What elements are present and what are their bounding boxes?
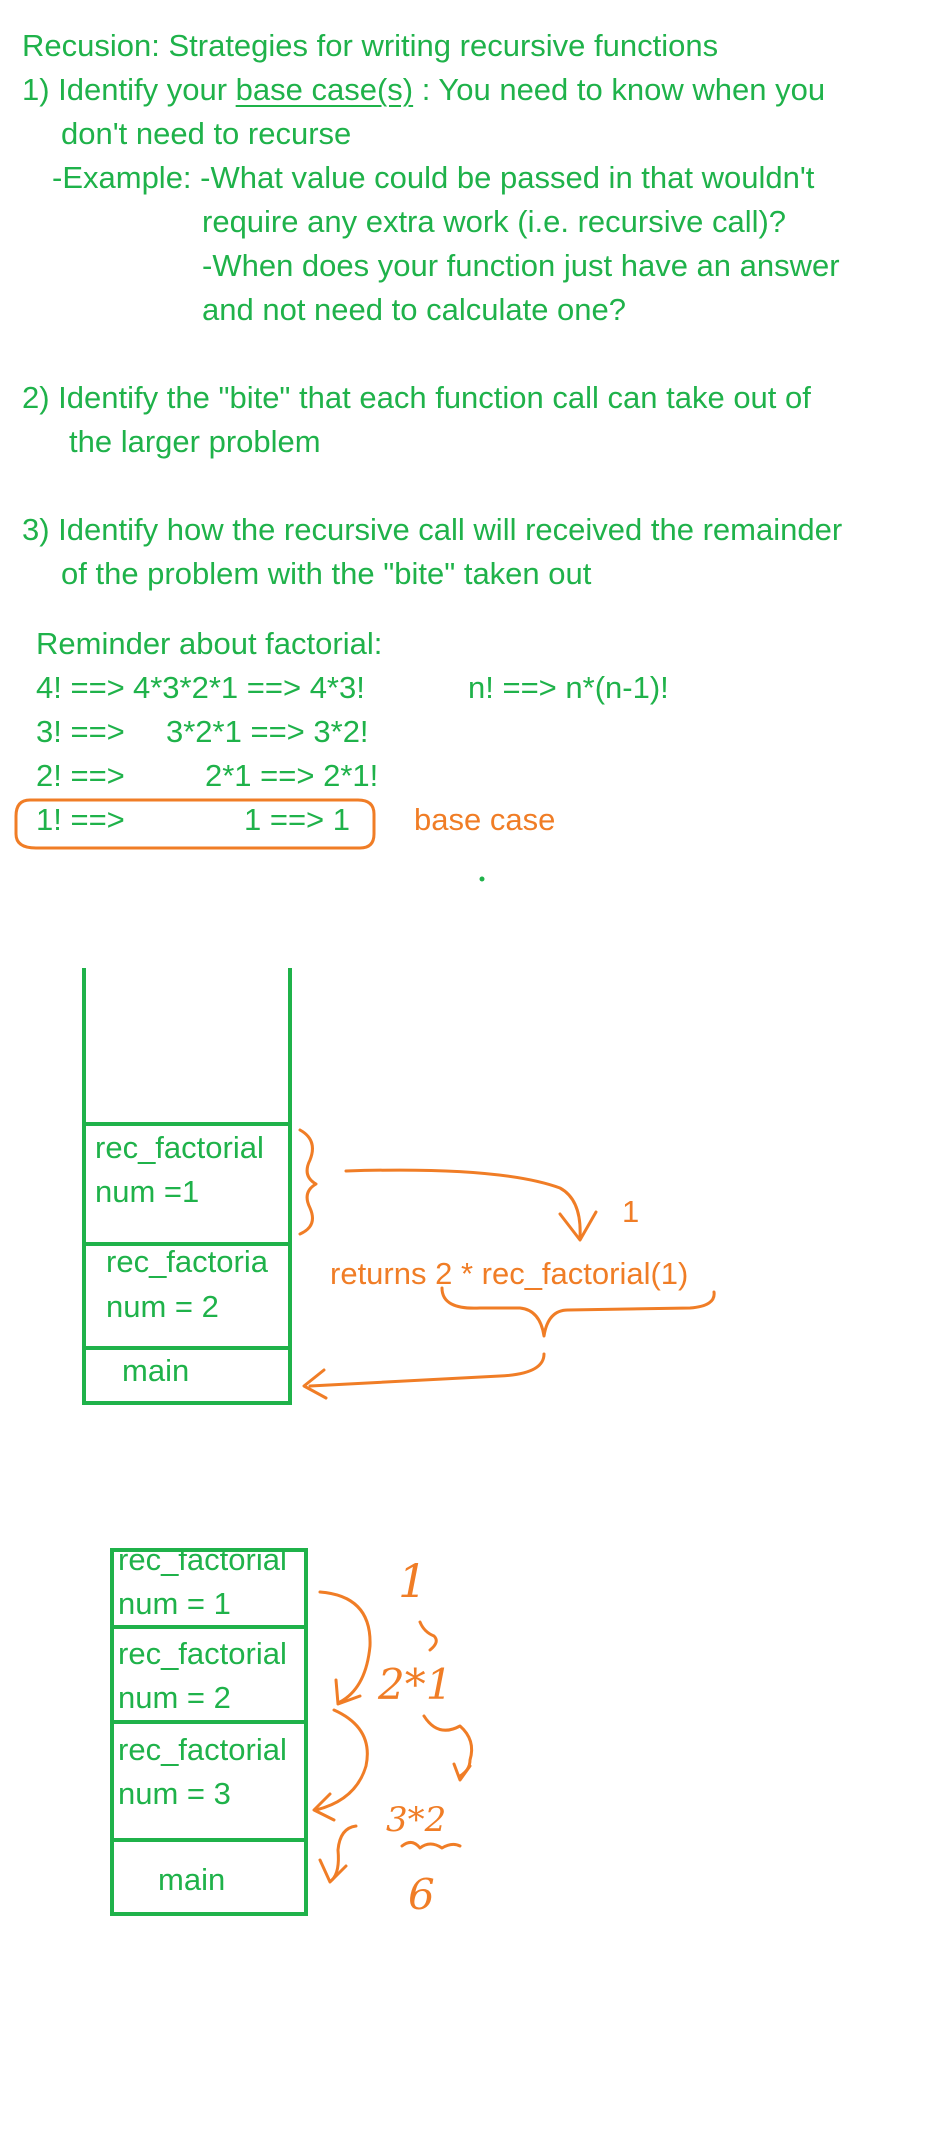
factorial-general-formula: n! ==> n*(n-1)! (468, 670, 669, 705)
brace-top-frame (298, 1128, 318, 1236)
stack-1-return-value: 1 (622, 1194, 640, 1229)
base-case-term: base case(s) (235, 72, 414, 107)
stack-1-left-wall (82, 968, 86, 1128)
stack-2-note-2x1: 2*1 (378, 1660, 453, 1709)
factorial-row-3-left: 3! ==> (36, 714, 125, 749)
factorial-row-2-left: 2! ==> (36, 758, 125, 793)
stack-1-main: main (122, 1353, 190, 1388)
stack-2-link-3 (400, 1841, 462, 1850)
stack-1-frame-1-param: num =1 (95, 1174, 200, 1209)
factorial-row-4-left: 4! ==> (36, 670, 125, 705)
stack-2-note-6: 6 (408, 1870, 435, 1919)
step-1-example-c: -When does your function just have an an… (202, 248, 840, 283)
return-arrowhead-1 (558, 1210, 598, 1242)
stack-2-arrow-3 (330, 1824, 358, 1882)
step-1-example-a: -Example: -What value could be passed in… (52, 160, 815, 195)
step-1-example-b: require any extra work (i.e. recursive c… (202, 204, 787, 239)
step-1-lead: 1) Identify your (22, 72, 236, 107)
return-arrowhead-main (302, 1368, 328, 1400)
stack-2-link-2 (422, 1714, 474, 1778)
stack-1-frame-1-name: rec_factorial (95, 1130, 264, 1165)
return-arrow-1 (344, 1168, 582, 1240)
step-2-line-2: the larger problem (69, 424, 321, 459)
step-3-line-1: 3) Identify how the recursive call will … (22, 512, 843, 547)
step-1-line: 1) Identify your base case(s) : You need… (22, 68, 825, 112)
factorial-row-4-right: 4*3*2*1 ==> 4*3! (133, 670, 365, 705)
stack-2-divider-a (110, 1625, 308, 1629)
step-3-line-2: of the problem with the "bite" taken out (61, 556, 592, 591)
stack-2-frame-3-name: rec_factorial (118, 1732, 287, 1767)
stack-2-divider-c (110, 1838, 308, 1842)
stack-2-link-1 (418, 1620, 438, 1652)
factorial-row-1-right: 1 ==> 1 (244, 802, 351, 837)
stack-2-arrow-1 (318, 1590, 372, 1704)
stack-1-frame-2-name: rec_factoria (106, 1244, 268, 1279)
stack-2-frame-2-param: num = 2 (118, 1680, 231, 1715)
stack-2-arrow-2 (314, 1708, 369, 1812)
stack-2-note-1: 1 (398, 1554, 428, 1608)
stack-2-divider-b (110, 1720, 308, 1724)
stack-1-divider-b (82, 1346, 292, 1350)
stack-2-arrowhead-1 (334, 1678, 362, 1706)
page-title: Recusion: Strategies for writing recursi… (22, 28, 719, 63)
step-1-example-d: and not need to calculate one? (202, 292, 627, 327)
factorial-row-2-right: 2*1 ==> 2*1! (205, 758, 379, 793)
stack-1-right-wall (288, 968, 292, 1128)
step-1-continuation: don't need to recurse (61, 116, 352, 151)
stack-2-frame-1-name: rec_factorial (118, 1542, 287, 1577)
return-arrow-main (308, 1352, 546, 1388)
stack-1-frame-2-param: num = 2 (106, 1289, 219, 1324)
stack-1-returns-note: returns 2 * rec_factorial(1) (330, 1256, 689, 1291)
stack-2-main: main (158, 1862, 226, 1897)
stack-2-frame-2-name: rec_factorial (118, 1636, 287, 1671)
stack-2-frame-3-param: num = 3 (118, 1776, 231, 1811)
stray-dot (479, 876, 485, 882)
step-1-tail: : You need to know when you (413, 72, 826, 107)
stack-2-arrowhead-3 (318, 1858, 348, 1884)
stack-2-note-3x2: 3*2 (386, 1800, 447, 1840)
factorial-row-3-right: 3*2*1 ==> 3*2! (166, 714, 369, 749)
stack-1-outline (82, 1122, 292, 1405)
factorial-row-1-left: 1! ==> (36, 802, 125, 837)
stack-1-divider-a (82, 1242, 292, 1246)
stack-2-link-2-head (452, 1762, 472, 1782)
returns-underbrace (440, 1286, 716, 1338)
base-case-circle (14, 798, 376, 850)
stack-2-outline (110, 1548, 308, 1916)
base-case-label: base case (414, 802, 556, 837)
stack-2-frame-1-param: num = 1 (118, 1586, 231, 1621)
factorial-heading: Reminder about factorial: (36, 626, 383, 661)
stack-2-arrowhead-2 (312, 1792, 336, 1822)
step-2-line-1: 2) Identify the "bite" that each functio… (22, 380, 811, 415)
